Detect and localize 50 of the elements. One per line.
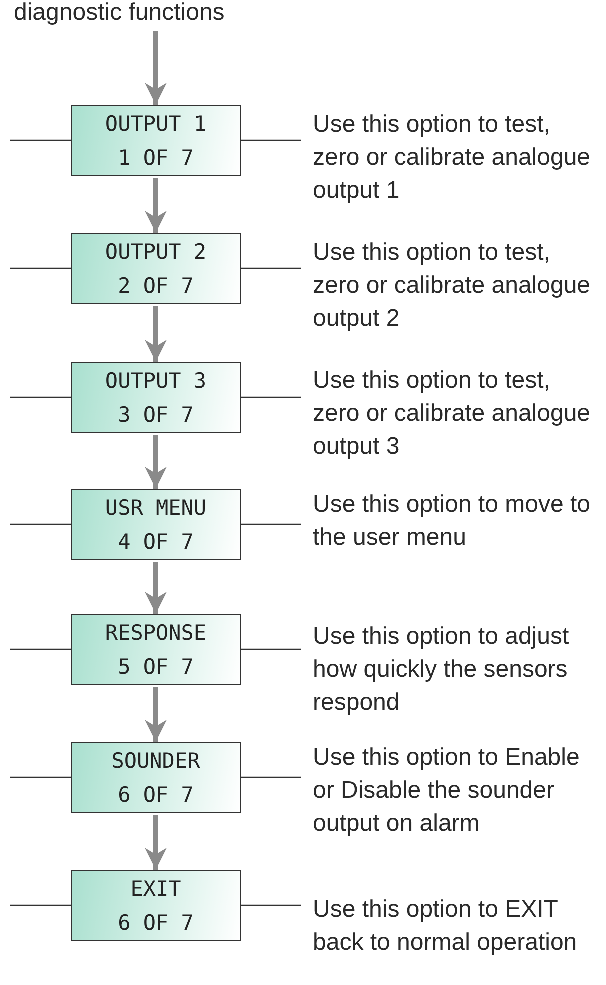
display-text: EXIT [130,876,182,902]
arrow [145,435,167,489]
display-text: 1 OF 7 [118,144,194,172]
heading-text: diagnostic functions [14,0,226,28]
connector-line [10,524,71,526]
arrow [145,815,167,870]
arrow [145,178,167,233]
arrow [145,687,167,742]
display-text: RESPONSE [105,620,207,646]
description-text: Use this option to test, zero or calibrate analogue output 2 [313,238,592,334]
display-box [71,489,241,560]
display-text: OUTPUT 2 [105,238,207,266]
connector-line [10,268,71,270]
connector-line [10,776,71,778]
display-box [71,742,241,813]
connector-line [241,396,301,398]
connector-line [241,524,301,526]
display-text: 5 OF 7 [118,654,194,680]
connector-line [10,648,71,650]
display-text: OUTPUT 3 [105,368,207,394]
connector-line [10,396,71,398]
connector-line [241,140,301,142]
display-box [71,105,241,176]
connector-line [10,904,71,906]
description-text: Use this option to EXIT back to normal operation [313,895,578,958]
description-text: Use this option to move to the user menu [313,490,592,553]
connector-line [241,268,301,270]
connector-line [241,648,301,650]
description-text: Use this option to adjust how quickly the sensors respond [313,622,570,718]
description-text: Use this option to test, zero or calibrate analogue output 3 [313,366,592,462]
description-text: Use this option to Enable or Disable the sounder output on alarm [313,743,581,839]
display-text: 6 OF 7 [118,910,194,936]
display-text: 4 OF 7 [118,528,194,556]
arrow [145,306,167,362]
display-box [71,870,241,941]
connector-line [10,140,71,142]
arrow [145,31,167,105]
display-box [71,233,241,304]
display-text: OUTPUT 1 [105,110,207,138]
connector-line [241,776,301,778]
display-text: USR MENU [105,494,207,522]
display-box [71,614,241,685]
connector-line [241,904,301,906]
arrow [145,562,167,614]
display-text: 2 OF 7 [118,272,194,300]
display-text: 3 OF 7 [118,402,194,428]
display-text: SOUNDER [112,748,200,774]
display-text: 6 OF 7 [118,782,194,808]
description-text: Use this option to test, zero or calibrate analogue output 1 [313,110,592,206]
display-box [71,362,241,433]
